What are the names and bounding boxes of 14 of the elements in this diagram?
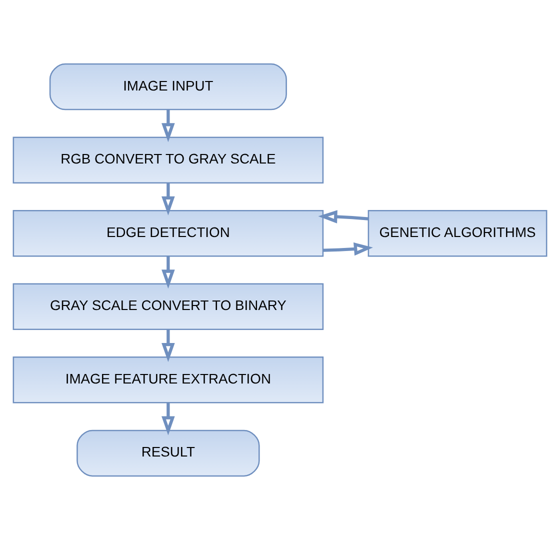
arrow [162,109,175,142]
arrow [162,182,175,215]
arrow [322,242,373,256]
node-box: GENETIC ALGORITHMS [368,209,548,256]
arrow [162,329,175,362]
arrow [162,402,175,435]
node-box: IMAGE INPUT [49,62,287,110]
node-box: RESULT [76,429,260,476]
node-box: EDGE DETECTION [12,209,324,256]
node-box: RGB CONVERT TO GRAY SCALE [12,136,324,183]
node-box: IMAGE FEATURE EXTRACTION [12,356,324,403]
node-box: GRAY SCALE CONVERT TO BINARY [12,282,324,330]
arrow [162,256,175,288]
arrow [318,210,368,223]
